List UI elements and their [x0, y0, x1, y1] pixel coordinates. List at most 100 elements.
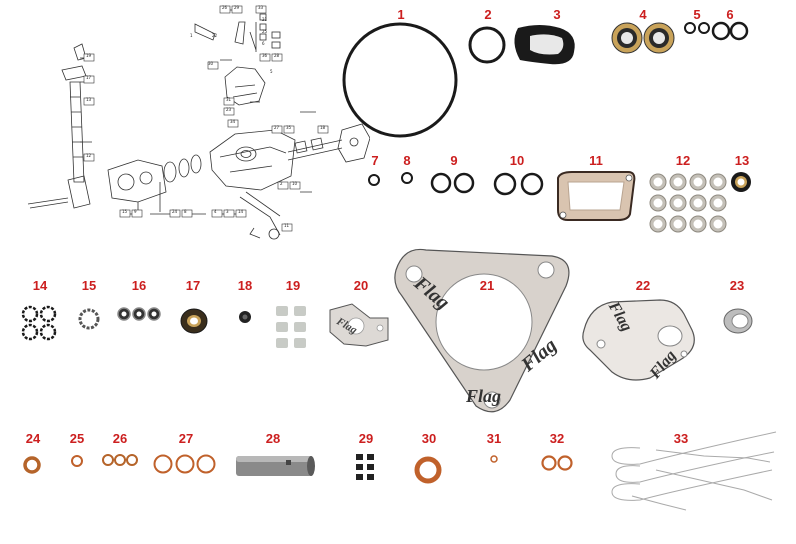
part-32-copper-washers [541, 455, 573, 471]
exploded-callout-number: 10 [292, 181, 298, 186]
exploded-callout-number: 6 [262, 41, 265, 46]
part-12-washer-set [649, 173, 727, 233]
exploded-callout-number: 14 [238, 209, 244, 214]
part-label-4: 4 [639, 7, 647, 22]
exploded-callout-number: 1 [190, 33, 193, 38]
exploded-callout-number: 34 [230, 119, 236, 124]
part-label-22: 22 [635, 278, 651, 293]
part-30-copper-washer [414, 456, 442, 484]
washer-hole [693, 177, 703, 187]
part-label-33: 33 [673, 431, 689, 446]
part-17-oil-seal [180, 308, 208, 334]
part-label-2: 2 [484, 7, 492, 22]
part-27-copper-washers [153, 454, 216, 474]
washer-hole [673, 177, 683, 187]
exploded-pump-drawing [27, 5, 370, 240]
part-31-tiny-washer [490, 455, 498, 463]
exploded-callout-number: 35 [286, 125, 292, 130]
part-label-10: 10 [509, 153, 525, 168]
washer-hole [693, 219, 703, 229]
exploded-callout-number: 27 [274, 125, 280, 130]
part-label-17: 17 [185, 278, 201, 293]
part-8-small-o-ring [401, 172, 413, 184]
part-18-cap [239, 311, 251, 323]
part-label-29: 29 [358, 431, 374, 446]
part-10-o-rings [493, 172, 544, 196]
part-9-o-rings [430, 172, 475, 194]
part-5-small-o-rings [684, 22, 710, 34]
part-label-32: 32 [549, 431, 565, 446]
part-label-8: 8 [403, 153, 411, 168]
exploded-callout-number: 25 [262, 29, 268, 34]
part-2-o-ring [468, 26, 506, 64]
part-label-13: 13 [734, 153, 750, 168]
exploded-callout-number: 19 [86, 53, 92, 58]
exploded-callout-number: 22 [212, 33, 218, 38]
part-7-small-o-ring [368, 174, 380, 186]
part-label-20: 20 [353, 278, 369, 293]
exploded-callout-number: 29 [234, 5, 240, 10]
part-23-spring-washer [723, 308, 753, 334]
part-label-1: 1 [397, 7, 405, 22]
washer-hole [673, 219, 683, 229]
exploded-callout-number: 21 [262, 17, 268, 22]
part-15-lock-washer [78, 308, 100, 330]
exploded-callout-number: 33 [258, 5, 264, 10]
exploded-callout-number: 30 [208, 61, 214, 66]
exploded-callout-number: 5 [270, 69, 273, 74]
part-label-12: 12 [675, 153, 691, 168]
washer-hole [713, 177, 723, 187]
exploded-callout-number: 9 [134, 209, 137, 214]
part-11-cork-gasket [557, 171, 636, 221]
exploded-callout-number: 18 [320, 125, 326, 130]
part-label-26: 26 [112, 431, 128, 446]
part-20-paper-gasket [329, 303, 389, 347]
part-1-large-o-ring [342, 22, 458, 138]
part-label-16: 16 [131, 278, 147, 293]
part-label-23: 23 [729, 278, 745, 293]
washer-hole [693, 198, 703, 208]
part-25-copper-washer [71, 455, 83, 467]
part-21-triangular-gasket [394, 248, 570, 413]
exploded-callout-number: 23 [226, 107, 232, 112]
part-label-9: 9 [450, 153, 458, 168]
part-label-28: 28 [265, 431, 281, 446]
part-22-paper-gasket [582, 299, 695, 381]
exploded-callout-number: 15 [122, 209, 128, 214]
part-label-21: 21 [479, 278, 495, 293]
part-29-small-grommets [356, 454, 374, 480]
part-6-o-rings [711, 21, 749, 41]
exploded-callout-number: 24 [172, 209, 178, 214]
part-label-7: 7 [371, 153, 379, 168]
part-3-black-gasket [514, 25, 575, 65]
part-label-19: 19 [285, 278, 301, 293]
part-label-11: 11 [589, 153, 603, 168]
part-label-30: 30 [421, 431, 437, 446]
part-label-24: 24 [25, 431, 41, 446]
exploded-callout-number: 8 [184, 209, 187, 214]
part-label-5: 5 [693, 7, 701, 22]
part-24-copper-washer [23, 456, 41, 474]
gasket-print-21c: Flag [466, 386, 502, 406]
part-4-shaft-seals [611, 22, 675, 54]
part-14-lock-washers [21, 305, 57, 341]
washer-hole [713, 198, 723, 208]
exploded-callout-number: 13 [86, 97, 92, 102]
washer-hole [653, 219, 663, 229]
part-28-sleeve [236, 456, 315, 476]
part-label-18: 18 [237, 278, 253, 293]
part-label-31: 31 [486, 431, 502, 446]
exploded-callout-number: 28 [274, 53, 280, 58]
exploded-callout-number: 17 [86, 75, 92, 80]
exploded-callout-number: 4 [214, 209, 217, 214]
part-16-bonded-seals [117, 307, 161, 321]
washer-hole [653, 177, 663, 187]
exploded-callout-number: 11 [284, 223, 290, 228]
part-13-shaft-seal [731, 172, 751, 192]
washer-hole [673, 198, 683, 208]
part-33-lock-wire [611, 431, 777, 511]
part-label-25: 25 [69, 431, 85, 446]
exploded-callout-number: 26 [222, 5, 228, 10]
